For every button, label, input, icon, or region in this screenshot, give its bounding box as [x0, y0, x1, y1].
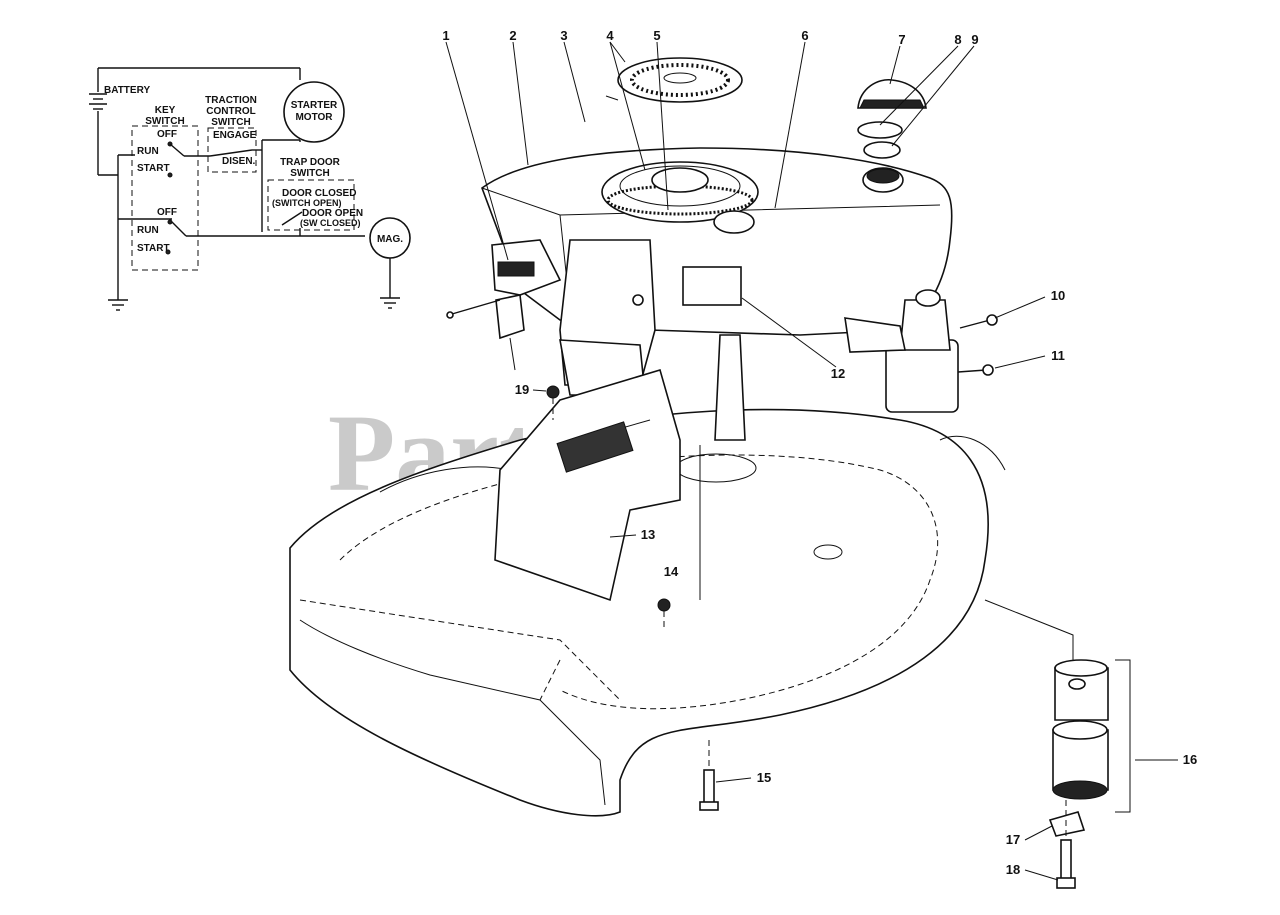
- callout-4: 4: [606, 28, 614, 43]
- bolt-15: [699, 740, 719, 811]
- key-switch-label-2: SWITCH: [145, 116, 184, 127]
- key-top-off: OFF: [157, 129, 177, 140]
- callout-numbers: 1 2 3 4 5 6 7 8 9 10 11 12 13 14 15 16 1…: [442, 28, 1197, 877]
- callout-5: 5: [653, 28, 660, 43]
- trap-door-switch-box: [267, 179, 355, 231]
- callout-2: 2: [509, 28, 516, 43]
- callout-19: 19: [515, 382, 529, 397]
- callout-9: 9: [971, 32, 978, 47]
- trap-door-label-1: TRAP DOOR: [280, 157, 341, 168]
- starter-motor-symbol: [283, 68, 345, 143]
- callout-18: 18: [1006, 862, 1020, 877]
- key-top-start: START: [137, 163, 170, 174]
- key-bottom-run: RUN: [137, 225, 159, 236]
- door-closed-2: (SWITCH OPEN): [272, 198, 342, 208]
- mag-label: MAG.: [377, 234, 403, 245]
- callout-13: 13: [641, 527, 655, 542]
- traction-engage: ENGAGE: [213, 130, 257, 141]
- traction-label-2: CONTROL: [206, 106, 255, 117]
- key-bottom-off: OFF: [157, 207, 177, 218]
- door-closed-1: DOOR CLOSED: [282, 188, 356, 199]
- door-open-1: DOOR OPEN: [302, 208, 363, 219]
- key-top-run: RUN: [137, 146, 159, 157]
- air-cleaner: [857, 79, 927, 159]
- callout-10: 10: [1051, 288, 1065, 303]
- callout-15: 15: [757, 770, 771, 785]
- mower-deck: [289, 408, 1006, 817]
- battery-symbol: [89, 67, 300, 176]
- callout-1: 1: [442, 28, 449, 43]
- battery-label: BATTERY: [104, 85, 150, 96]
- starter-label-2: MOTOR: [295, 112, 333, 123]
- callout-8: 8: [954, 32, 961, 47]
- starter-label-1: STARTER: [291, 100, 338, 111]
- traction-disen: DISEN.: [222, 156, 256, 167]
- engine-assembly: [481, 147, 953, 441]
- trap-door-label-2: SWITCH: [290, 168, 329, 179]
- callout-12: 12: [831, 366, 845, 381]
- traction-label-3: SWITCH: [211, 117, 250, 128]
- callout-7: 7: [898, 32, 905, 47]
- bolt-left: [446, 299, 501, 319]
- callout-14: 14: [664, 564, 679, 579]
- callout-3: 3: [560, 28, 567, 43]
- wiring-schematic: BATTERY STARTER MOTOR KEY SWITCH OFF RUN…: [89, 67, 411, 311]
- traction-label-1: TRACTION: [205, 95, 257, 106]
- callout-16: 16: [1183, 752, 1197, 767]
- washer-bolt: [1048, 800, 1086, 889]
- engine-decal: [682, 266, 742, 306]
- door-open-2: (SW CLOSED): [300, 218, 361, 228]
- key-switch-box: [131, 125, 199, 271]
- callout-leaders: [445, 41, 1178, 881]
- key-bottom-start: START: [137, 243, 170, 254]
- discharge-chute: [494, 369, 681, 602]
- screw-19: [546, 385, 560, 420]
- callout-17: 17: [1006, 832, 1020, 847]
- starter-motor: [844, 289, 998, 413]
- control-bracket: [491, 239, 562, 371]
- recoil-starter-cover: [605, 57, 743, 103]
- callout-6: 6: [801, 28, 808, 43]
- key-switch-label-1: KEY: [155, 105, 176, 116]
- screw-14: [657, 598, 671, 628]
- blade-adapter: [984, 599, 1131, 813]
- callout-11: 11: [1051, 348, 1065, 363]
